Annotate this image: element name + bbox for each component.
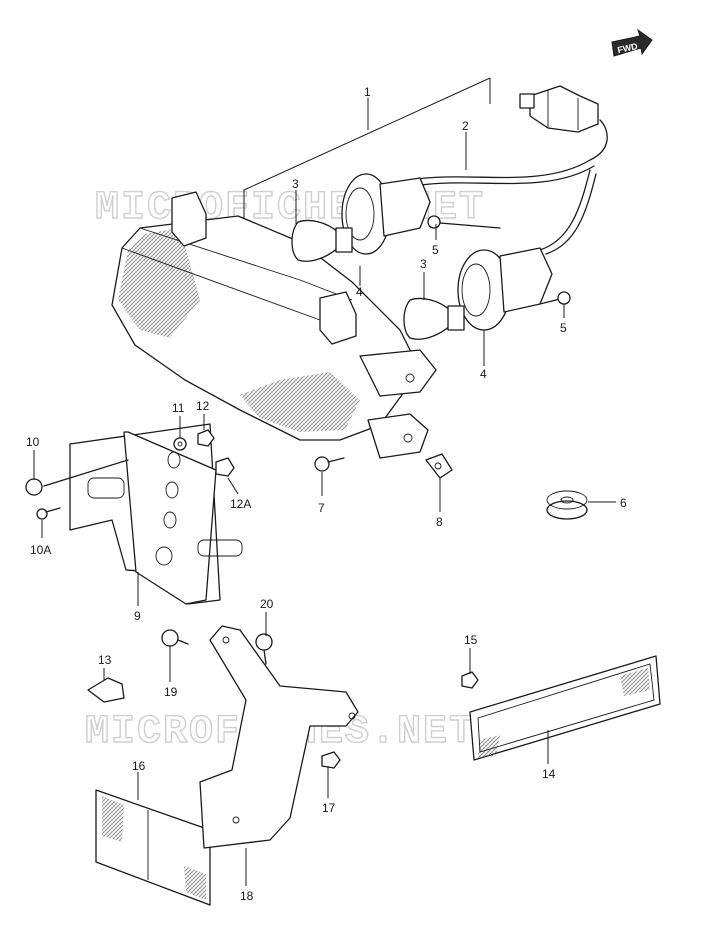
reflector-clip-13 (87, 677, 125, 703)
license-bracket-plate (69, 423, 243, 605)
screw-upper (427, 215, 501, 229)
tail-lamp-housing (111, 191, 437, 459)
callout-10a: 10A (30, 543, 51, 557)
callout-3-upper: 3 (292, 177, 299, 191)
callout-4-upper: 4 (356, 285, 363, 299)
grommet (546, 490, 588, 520)
callout-9: 9 (134, 609, 141, 623)
reflector-14 (469, 655, 661, 761)
bulb-socket-upper (341, 173, 431, 255)
bolt-19 (161, 629, 189, 647)
bolt-10 (25, 459, 129, 496)
forward-direction-badge: FWD (611, 28, 653, 57)
bolt-20 (255, 633, 273, 665)
nut-15 (461, 671, 479, 689)
nut-17 (321, 751, 341, 769)
callout-5-lower: 5 (560, 321, 567, 335)
callout-1: 1 (364, 85, 371, 99)
callout-13: 13 (98, 653, 112, 667)
callout-2: 2 (462, 119, 469, 133)
callout-4-lower: 4 (480, 367, 487, 381)
callout-10: 10 (26, 435, 40, 449)
callout-8: 8 (436, 515, 443, 529)
callout-5-upper: 5 (432, 243, 439, 257)
nut-12a (215, 457, 235, 477)
reflector-16 (95, 789, 211, 906)
callout-19: 19 (164, 685, 178, 699)
callout-17: 17 (322, 801, 336, 815)
callout-labels: 1 2 3 3 4 4 5 5 6 7 8 9 10 10A 11 12 12A… (26, 85, 627, 903)
bulb-lower (403, 297, 465, 340)
callout-11: 11 (172, 401, 185, 415)
fwd-badge-label: FWD (616, 41, 639, 55)
callout-15: 15 (464, 633, 478, 647)
callout-7: 7 (318, 501, 325, 515)
callout-14: 14 (542, 767, 556, 781)
bulb-upper (291, 219, 353, 262)
callout-12: 12 (196, 399, 210, 413)
callout-6: 6 (620, 496, 627, 510)
washer-11 (173, 437, 187, 451)
callout-20: 20 (260, 597, 274, 611)
bolt-10a (36, 507, 61, 520)
screw-lower (539, 291, 571, 305)
callout-12a: 12A (230, 497, 251, 511)
callout-leaders (33, 132, 616, 886)
bracket-18 (199, 625, 359, 849)
screw-7 (314, 456, 345, 472)
bulb-socket-lower (457, 247, 553, 331)
clip-8 (425, 453, 453, 479)
wire-harness (409, 85, 608, 255)
nut-12 (197, 429, 215, 447)
callout-16: 16 (132, 759, 146, 773)
callout-18: 18 (240, 889, 254, 903)
callout-3-lower: 3 (420, 257, 427, 271)
